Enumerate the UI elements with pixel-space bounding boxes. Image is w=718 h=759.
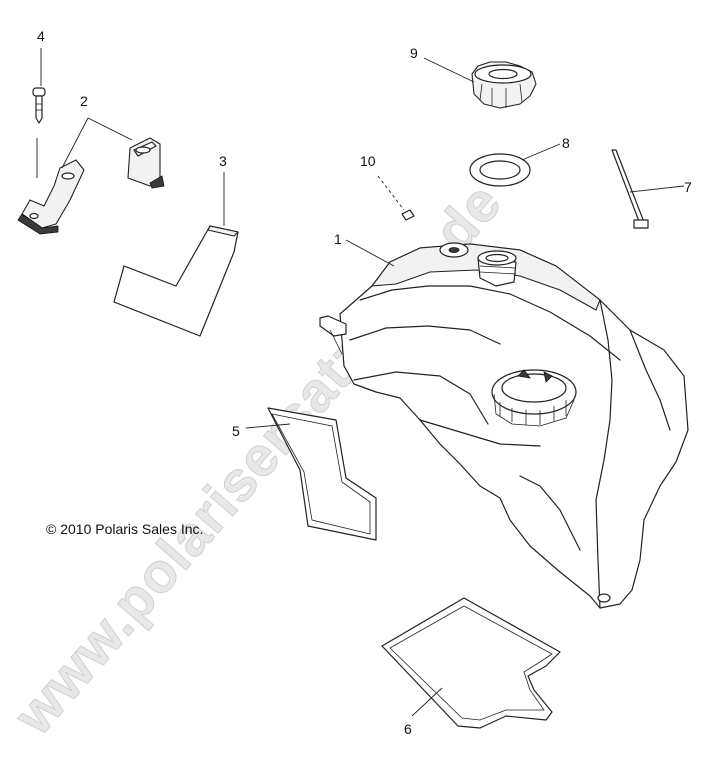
part-1-fuel-tank [319,239,689,609]
callout-6: 6 [404,721,412,737]
callout-5: 5 [232,423,240,439]
callout-2: 2 [80,93,88,109]
callout-4: 4 [37,28,45,44]
callout-8: 8 [562,135,570,151]
callout-1: 1 [334,231,342,247]
part-8-gasket [469,143,561,187]
callout-7: 7 [684,179,692,195]
callouts: 1 2 3 4 5 6 7 8 9 10 [37,28,692,737]
part-2-brackets [17,117,165,235]
part-9-fuel-cap [423,57,537,109]
part-6-pad [381,597,561,729]
part-7-strap [611,149,685,229]
part-10-plug [377,175,415,221]
callout-9: 9 [410,45,418,61]
part-4-bolt [32,48,46,178]
part-5-shield [245,407,377,541]
part-3-pad [113,172,239,337]
copyright-notice: © 2010 Polaris Sales Inc. [46,521,203,537]
callout-3: 3 [219,153,227,169]
callout-10: 10 [360,153,376,169]
